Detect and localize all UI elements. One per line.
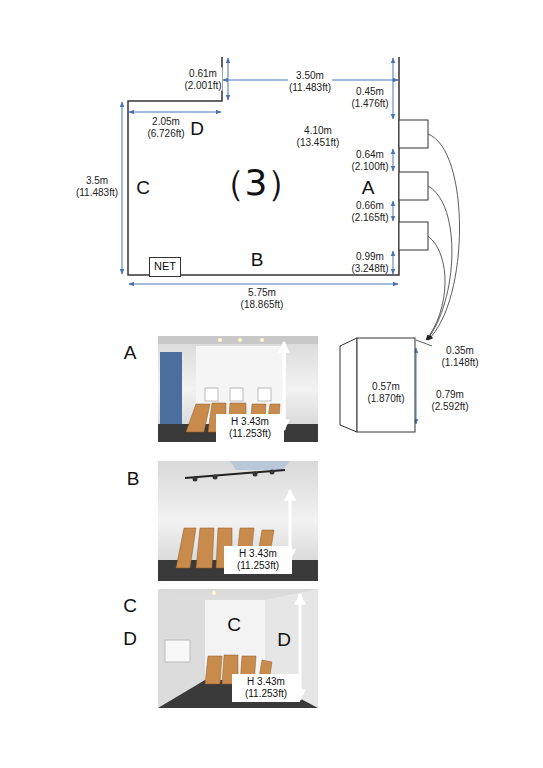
- photo-cd: [158, 589, 318, 708]
- dimension-label: 4.10m (13.451ft): [296, 125, 341, 148]
- height-label-box: H 3.43m (11.253ft): [224, 546, 292, 574]
- dimension-label: 2.05m (6.726ft): [146, 116, 185, 139]
- dimension-label: 0.61m (2.001ft): [183, 68, 222, 91]
- dimension-label: 3.50m (11.483ft): [288, 70, 332, 93]
- niche-detail: [340, 338, 415, 432]
- area-label: （3）: [209, 162, 304, 203]
- wall-niche: [399, 120, 428, 250]
- area-label: C: [136, 177, 150, 199]
- area-label: B: [251, 249, 264, 271]
- dimension-label: 0.45m (1.476ft): [350, 86, 389, 109]
- area-label: D: [277, 629, 291, 651]
- dimension-label: 0.57m (1.870ft): [366, 381, 405, 404]
- dimension-label: 0.79m (2.592ft): [430, 389, 469, 412]
- box-text: H 3.43m (11.253ft): [220, 416, 280, 440]
- area-label: A: [362, 177, 375, 199]
- dimension-label: 3.5m (11.483ft): [75, 175, 119, 198]
- area-label: C: [123, 595, 137, 617]
- area-label: D: [123, 628, 137, 650]
- photo-b: [158, 461, 318, 581]
- photo-a: [158, 336, 318, 442]
- area-label: D: [190, 118, 204, 140]
- depth-leader: [416, 340, 432, 346]
- wall-outline: [128, 57, 399, 275]
- dimension-label: 0.99m (3.248ft): [350, 251, 389, 274]
- area-label: C: [227, 614, 241, 636]
- dimension-label: 0.35m (1.148ft): [440, 345, 479, 368]
- box-text: NET: [154, 260, 176, 273]
- area-label: A: [124, 342, 137, 364]
- box-text: H 3.43m (11.253ft): [236, 676, 296, 700]
- dimension-label: 0.66m (2.165ft): [350, 200, 389, 223]
- box-text: H 3.43m (11.253ft): [228, 548, 288, 572]
- height-label-box: H 3.43m (11.253ft): [216, 414, 284, 442]
- dimension-label: 0.64m (2.100ft): [350, 149, 389, 172]
- area-label: B: [127, 468, 140, 490]
- height-label-box: H 3.43m (11.253ft): [232, 674, 300, 702]
- dimension-label: 5.75m (18.865ft): [240, 287, 285, 310]
- net-box: NET: [149, 257, 181, 276]
- leader-curve: [426, 134, 460, 340]
